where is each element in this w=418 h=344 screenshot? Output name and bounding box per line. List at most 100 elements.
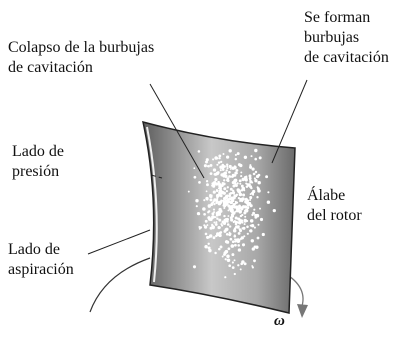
- bubble-dot: [238, 221, 242, 225]
- bubble-dot: [249, 204, 253, 208]
- bubble-dot: [232, 191, 236, 195]
- bubble-dot: [249, 180, 253, 184]
- bubble-dot: [219, 165, 223, 169]
- bubble-dot: [233, 165, 236, 168]
- bubble-dot: [243, 223, 246, 226]
- bubble-dot: [218, 247, 221, 251]
- bubble-dot: [219, 231, 223, 234]
- bubble-dot: [234, 238, 237, 241]
- bubble-dot: [213, 202, 216, 206]
- bubble-dot: [229, 175, 233, 178]
- bubble-dot: [247, 183, 251, 187]
- bubble-dot: [243, 189, 246, 192]
- bubble-dot: [234, 181, 237, 184]
- bubble-dot: [249, 193, 252, 196]
- bubble-dot: [249, 164, 252, 167]
- bubble-dot: [216, 163, 219, 166]
- bubble-dot: [249, 199, 252, 201]
- bubble-dot: [215, 182, 219, 186]
- bubble-dot: [239, 199, 242, 203]
- bubble-dot: [228, 264, 232, 268]
- bubble-dot: [237, 244, 240, 247]
- bubble-dot: [209, 194, 212, 197]
- label-colapso-line1: Colapso de la burbujas: [8, 39, 155, 56]
- bubble-dot: [225, 233, 229, 236]
- bubble-dot: [219, 245, 223, 249]
- bubble-dot: [228, 164, 232, 169]
- bubble-dot: [215, 221, 218, 224]
- bubble-dot: [217, 180, 220, 184]
- bubble-dot: [234, 153, 237, 156]
- bubble-dot: [218, 154, 222, 158]
- bubble-dot: [258, 156, 262, 160]
- bubble-dot: [197, 150, 201, 153]
- bubble-dot: [229, 237, 233, 241]
- bubble-dot: [249, 165, 253, 169]
- bubble-dot: [237, 248, 242, 252]
- bubble-dot: [233, 206, 236, 209]
- bubble-dot: [219, 169, 222, 172]
- bubble-dot: [195, 199, 199, 203]
- bubble-dot: [231, 175, 234, 178]
- bubble-dot: [225, 155, 230, 159]
- bubble-dot: [204, 244, 208, 249]
- bubble-dot: [254, 157, 257, 161]
- bubble-dot: [225, 169, 228, 172]
- bubble-dot: [256, 236, 260, 240]
- bubble-dot: [250, 155, 253, 158]
- bubble-dot: [241, 197, 245, 200]
- bubble-dot: [230, 208, 234, 213]
- bubble-dot: [231, 253, 235, 257]
- bubble-dot: [241, 221, 244, 224]
- bubble-dot: [223, 179, 226, 182]
- bubble-dot: [248, 174, 252, 178]
- bubble-dot: [220, 190, 225, 195]
- label-forman-line1: Se forman: [304, 9, 371, 26]
- bubble-dot: [229, 168, 232, 170]
- bubble-dot: [225, 240, 230, 244]
- bubble-dot: [249, 229, 253, 233]
- bubble-dot: [239, 268, 242, 271]
- bubble-dot: [207, 246, 211, 250]
- bubble-dot: [248, 176, 252, 180]
- bubble-dot: [239, 228, 242, 231]
- bubble-dot: [251, 266, 255, 269]
- bubble-dot: [203, 164, 207, 168]
- bubble-dot: [227, 204, 231, 208]
- bubble-dot: [241, 205, 246, 209]
- bubble-dot: [236, 182, 239, 185]
- bubble-dot: [266, 200, 271, 204]
- bubble-dot: [259, 217, 264, 222]
- bubble-dot: [251, 213, 254, 217]
- bubble-dot: [226, 223, 230, 226]
- bubble-dot: [211, 215, 215, 219]
- bubble-dot: [216, 171, 220, 175]
- bubble-dot: [257, 223, 260, 226]
- bubble-dot: [205, 160, 208, 164]
- bubble-dot: [244, 178, 248, 182]
- bubble-dot: [212, 184, 216, 188]
- bubble-dot: [246, 206, 250, 210]
- bubble-dot: [237, 231, 241, 235]
- bubble-dot: [231, 166, 235, 170]
- bubble-dot: [230, 213, 234, 216]
- bubble-dot: [226, 220, 229, 223]
- rotation-arrow-head: [297, 304, 308, 318]
- bubble-dot: [229, 216, 233, 220]
- bubble-dot: [206, 224, 209, 227]
- bubble-dot: [237, 217, 241, 221]
- bubble-dot: [207, 165, 210, 168]
- bubble-dot: [202, 207, 206, 211]
- bubble-dot: [244, 215, 247, 218]
- bubble-dot: [233, 272, 236, 276]
- bubble-dot: [242, 243, 245, 246]
- bubble-dot: [213, 211, 216, 214]
- bubble-dot: [226, 254, 230, 259]
- bubble-dot: [213, 216, 216, 218]
- bubble-dot: [216, 217, 219, 220]
- bubble-dot: [217, 201, 222, 206]
- cavitation-bubbles: [187, 148, 276, 279]
- bubble-dot: [204, 225, 208, 229]
- bubble-dot: [224, 258, 227, 261]
